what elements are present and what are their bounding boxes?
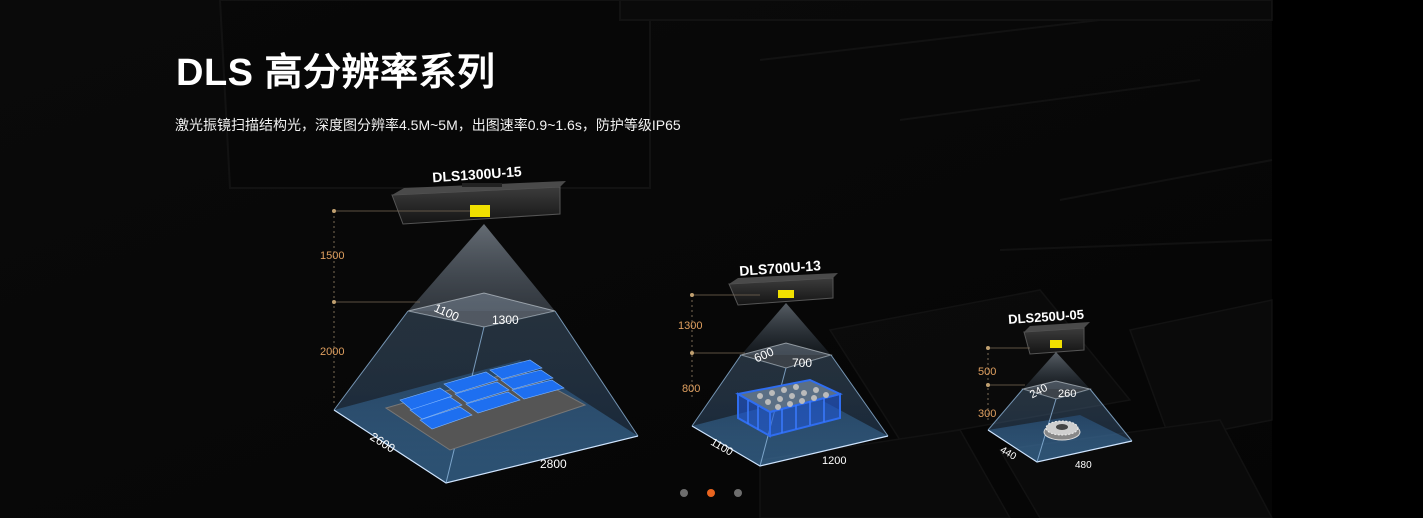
model-label: DLS250U-05 [1008,307,1085,327]
carousel-dot-3[interactable] [734,489,742,497]
carousel-dot-2[interactable] [707,489,715,497]
height-bottom-label: 2000 [320,346,344,358]
near-depth-label: 1300 [492,313,519,327]
product-dls700u: DLS700U-13 1300 800 600 [678,257,889,467]
camera-icon [391,181,566,225]
height-top-label: 1300 [678,320,702,332]
product-dls250u: DLS250U-05 500 300 240 260 440 480 [978,307,1133,471]
carousel-indicators [680,489,742,499]
near-depth-label: 260 [1058,388,1076,400]
far-depth-label: 1200 [822,455,846,467]
far-depth-label: 2800 [540,457,567,471]
height-top-label: 500 [978,366,996,378]
page-subtitle: 激光振镜扫描结构光，深度图分辨率4.5M~5M，出图速率0.9~1.6s，防护等… [175,117,681,133]
height-bottom-label: 800 [682,383,700,395]
page-title: DLS 高分辨率系列 [176,52,496,94]
carousel-dot-1[interactable] [680,489,688,497]
far-depth-label: 480 [1075,460,1092,471]
product-dls1300u: DLS1300U-15 [320,163,639,484]
camera-icon [728,273,838,306]
basket-icon [735,378,843,438]
model-label: DLS700U-13 [739,257,822,279]
near-depth-label: 700 [792,356,812,370]
camera-icon [1023,322,1090,355]
height-bottom-label: 300 [978,408,996,420]
height-top-label: 1500 [320,250,344,262]
gear-icon [1043,420,1081,441]
model-label: DLS1300U-15 [432,163,523,185]
